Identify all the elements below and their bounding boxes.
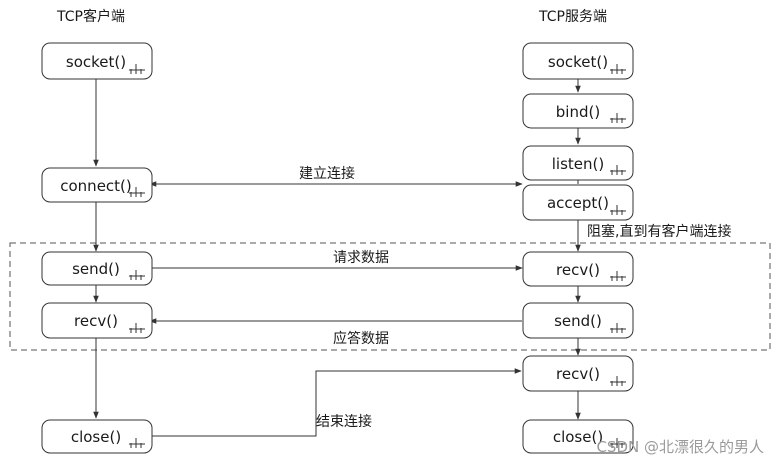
server-header: TCP服务端 xyxy=(538,9,607,25)
client-send-label: send() xyxy=(72,260,120,278)
handle-icon xyxy=(610,113,626,123)
server-close-label: close() xyxy=(553,428,603,446)
handle-icon xyxy=(610,438,626,448)
handle-icon xyxy=(129,64,145,74)
server-recv1-node: recv() xyxy=(522,251,634,287)
client-socket-node: socket() xyxy=(41,42,153,80)
server-accept-node: accept() xyxy=(522,184,634,221)
handle-icon xyxy=(129,438,145,448)
client-recv-label: recv() xyxy=(74,312,118,330)
server-socket-label: socket() xyxy=(548,53,608,71)
server-close-node: close() xyxy=(522,419,634,454)
handle-icon xyxy=(610,376,626,386)
server-bind-label: bind() xyxy=(556,103,600,121)
server-send-label: send() xyxy=(554,312,602,330)
watermark-text: CSDN @北漂很久的男人 xyxy=(596,438,764,456)
finish-connection-label: 结束连接 xyxy=(316,413,372,430)
client-connect-label: connect() xyxy=(60,177,132,195)
server-listen-node: listen() xyxy=(522,145,634,181)
handle-icon xyxy=(610,64,626,74)
server-socket-node: socket() xyxy=(522,42,634,80)
server-recv2-label: recv() xyxy=(556,365,600,383)
handle-icon xyxy=(610,271,626,281)
request-data-label: 请求数据 xyxy=(333,250,389,266)
response-data-label: 应答数据 xyxy=(333,330,389,347)
client-close-node: close() xyxy=(41,419,153,454)
client-send-node: send() xyxy=(41,251,153,286)
server-send-node: send() xyxy=(522,302,634,339)
blocking-label: 阻塞,直到有客户端连接 xyxy=(587,223,731,240)
finish-connection-arrow xyxy=(150,368,522,437)
handle-icon xyxy=(129,187,145,197)
handle-icon xyxy=(610,205,626,215)
server-recv2-node: recv() xyxy=(522,355,634,392)
data-exchange-frame xyxy=(9,242,771,351)
server-listen-label: listen() xyxy=(552,155,604,173)
server-accept-label: accept() xyxy=(547,194,609,212)
client-socket-label: socket() xyxy=(66,53,126,71)
handle-icon xyxy=(610,323,626,333)
client-header: TCP客户端 xyxy=(56,8,125,25)
establish-connection-label: 建立连接 xyxy=(299,165,355,182)
handle-icon xyxy=(610,165,626,175)
server-recv1-label: recv() xyxy=(556,261,600,279)
client-recv-node: recv() xyxy=(41,302,153,339)
client-close-label: close() xyxy=(71,428,121,446)
server-bind-node: bind() xyxy=(522,93,634,129)
handle-icon xyxy=(129,323,145,333)
client-connect-node: connect() xyxy=(41,167,153,203)
handle-icon xyxy=(129,270,145,280)
